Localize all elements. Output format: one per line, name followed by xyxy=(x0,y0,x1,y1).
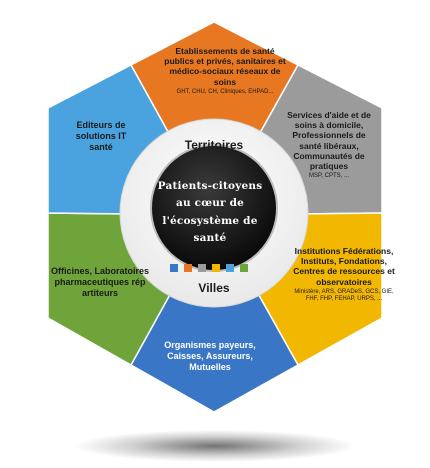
segment-bottom-right-subtitle: Ministère, ARS, GRADeS, GCS, GIE, FHF, F… xyxy=(294,288,394,302)
segment-top-right-title: Services d'aide et de soins à domicile, … xyxy=(287,110,371,171)
segment-bottom-left-text: Officines, Laboratoires pharmaceutiques … xyxy=(48,266,152,298)
segment-bottom-right-text: Institutions Fédérations, Instituts, Fon… xyxy=(290,246,398,303)
color-swatch xyxy=(184,264,192,272)
segment-bottom-title: Organismes payeurs, Caisses, Assureurs, … xyxy=(164,340,256,372)
segment-bottom-text: Organismes payeurs, Caisses, Assureurs, … xyxy=(152,340,268,372)
segment-top-subtitle: GHT, CHU, CH, Cliniques, EHPAD... xyxy=(176,88,274,95)
color-swatch xyxy=(240,264,248,272)
segment-top-right-subtitle: MSP, CPTS, ... xyxy=(309,173,349,180)
segment-top-right-text: Services d'aide et de soins à domicile, … xyxy=(284,110,374,180)
segment-bottom-left-title: Officines, Laboratoires pharmaceutiques … xyxy=(50,266,150,298)
segment-top-left-title: Editeurs de solutions IT santé xyxy=(75,120,127,152)
ring-label-villes: Villes xyxy=(198,281,230,295)
ring-label-territoires: Territoires xyxy=(184,138,244,152)
segment-top-left-text: Editeurs de solutions IT santé xyxy=(66,120,136,152)
color-swatch xyxy=(198,264,206,272)
color-swatch xyxy=(212,264,220,272)
color-swatch xyxy=(170,264,178,272)
segment-bottom-right-title: Institutions Fédérations, Instituts, Fon… xyxy=(293,246,395,287)
segment-top-text: Etablissements de santé publics et privé… xyxy=(160,46,290,96)
segment-top-title: Etablissements de santé publics et privé… xyxy=(164,46,286,87)
floor-shadow xyxy=(75,430,355,462)
center-title: Patients-citoyens au cœur de l'écosystèm… xyxy=(157,180,263,244)
color-swatch xyxy=(226,264,234,272)
